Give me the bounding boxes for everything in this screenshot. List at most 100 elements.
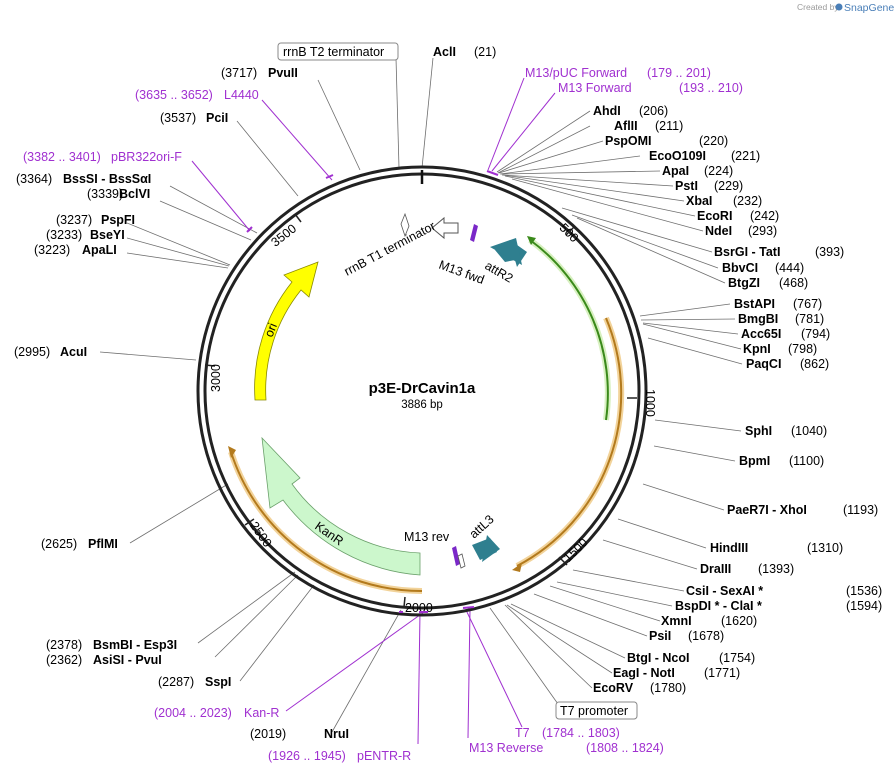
kanr-feature[interactable] (261, 436, 421, 576)
enzyme-label-draiii[interactable]: DraIII(1393) (700, 562, 794, 576)
primer-name: M13 Forward (558, 81, 632, 95)
m13-rev-feature[interactable] (452, 546, 460, 566)
enzyme-label-pspomi[interactable]: PspOMI(220) (605, 134, 728, 148)
primer-range: (3635 .. 3652) (135, 88, 213, 102)
rrnb-t1-feature[interactable] (431, 216, 459, 240)
enzyme-label-bpmi[interactable]: BpmI(1100) (739, 454, 824, 468)
enzyme-label-psii[interactable]: PsiI(1678) (649, 629, 724, 643)
enzyme-label-btgi-ncoi[interactable]: BtgI - NcoI(1754) (627, 651, 755, 665)
enzyme-label-btgzi[interactable]: BtgZI(468) (728, 276, 808, 290)
primer-label-l4440[interactable]: (3635 .. 3652)L4440 (135, 88, 259, 102)
enzyme-label-pcii[interactable]: (3537)PciI (160, 111, 228, 125)
enzyme-name: BpmI (739, 454, 770, 468)
enzyme-label-bspdi-clai-[interactable]: BspDI * - ClaI *(1594) (675, 599, 882, 613)
enzyme-label-pvuii[interactable]: (3717)PvuII (221, 66, 298, 80)
enzyme-label-bsssi-bsss-i[interactable]: (3364)BssSI - BssSαI (16, 172, 151, 186)
enzyme-label-apali[interactable]: (3223)ApaLI (34, 243, 117, 257)
enzyme-label-xbai[interactable]: XbaI(232) (686, 194, 762, 208)
rrnb-t2-feature[interactable] (400, 212, 410, 238)
right-orange-arrowhead (512, 563, 522, 572)
enzyme-label-psti[interactable]: PstI(229) (675, 179, 743, 193)
left-orange-arc (230, 451, 423, 593)
enzyme-label-ecoo109i[interactable]: EcoO109I(221) (649, 149, 760, 163)
enzyme-label-ahdi[interactable]: AhdI(206) (593, 104, 668, 118)
enzyme-name: BsrGI - TatI (714, 245, 780, 259)
enzyme-name: BbvCI (722, 261, 758, 275)
primer-label-m13-forward[interactable]: (193 .. 210)M13 Forward (558, 81, 743, 95)
ori-feature[interactable] (254, 261, 319, 401)
enzyme-pos: (3717) (221, 66, 257, 80)
enzyme-label-asisi-pvui[interactable]: (2362)AsiSI - PvuI (46, 653, 162, 667)
primer-label-t7[interactable]: (1784 .. 1803)T7 (515, 726, 620, 740)
enzyme-pos: (1620) (721, 614, 757, 628)
enzyme-label-bsrgi-tati[interactable]: BsrGI - TatI (393) (714, 245, 844, 259)
enzyme-label-aflii[interactable]: AflII(211) (614, 119, 683, 133)
enzyme-label-ndei[interactable]: NdeI (293) (705, 224, 777, 238)
enzyme-label-ecori[interactable]: EcoRI(242) (697, 209, 779, 223)
right-orange-arc (516, 317, 623, 567)
primer-label-kan-r[interactable]: (2004 .. 2023)Kan-R (154, 706, 279, 720)
enzyme-pos: (293) (748, 224, 777, 238)
enzyme-name: NruI (324, 727, 349, 741)
enzyme-pos: (232) (733, 194, 762, 208)
enzyme-pos: (242) (750, 209, 779, 223)
enzyme-label-apai[interactable]: ApaI (224) (662, 164, 733, 178)
primer-label-m13-reverse[interactable]: (1808 .. 1824)M13 Reverse (469, 741, 664, 755)
enzyme-label-acui[interactable]: (2995)AcuI (14, 345, 87, 359)
enzyme-name: SphI (745, 424, 772, 438)
tick-label-1500: 1500 (561, 535, 591, 565)
left-enzyme-labels: (3717)PvuII (3537)PciI (3364)BssSI - BssSα… (14, 66, 349, 741)
tick-label-3000: 3000 (209, 364, 223, 392)
enzyme-label-bseyi[interactable]: (3233)BseYI (46, 228, 125, 242)
enzyme-label-kpni[interactable]: KpnI(798) (743, 342, 817, 356)
enzyme-name: PsiI (649, 629, 671, 643)
enzyme-label-pspfi[interactable]: (3237)PspFI (56, 213, 135, 227)
attr2-arrowhead (490, 238, 522, 265)
enzyme-name: AflII (614, 119, 638, 133)
enzyme-label-paqci[interactable]: PaqCI(862) (746, 357, 829, 371)
enzyme-label-bclvi[interactable]: (3339)BclVI (87, 187, 150, 201)
enzyme-pos: (1040) (791, 424, 827, 438)
enzyme-label-csii-sexai-[interactable]: CsiI - SexAI *(1536) (686, 584, 882, 598)
green-arrowhead (527, 236, 536, 245)
enzyme-pos: (3237) (56, 213, 92, 227)
enzyme-label-bbvci[interactable]: BbvCI(444) (722, 261, 804, 275)
primer-leader-lines (191, 77, 556, 745)
m13-fwd-feature[interactable] (470, 224, 478, 242)
primer-label-m13-puc-forward[interactable]: (179 .. 201)M13/pUC Forward (525, 66, 711, 80)
enzyme-pos: (393) (815, 245, 844, 259)
enzyme-label-ecorv[interactable]: EcoRV(1780) (593, 681, 686, 695)
enzyme-name: AclI (433, 45, 456, 59)
enzyme-label-acc65i[interactable]: Acc65I(794) (741, 327, 830, 341)
t7-promoter-feature[interactable] (457, 553, 466, 569)
enzyme-name: ApaI (662, 164, 689, 178)
enzyme-label-pflmi[interactable]: (2625)PflMI (41, 537, 118, 551)
primer-label-pentr-r[interactable]: (1926 .. 1945)pENTR-R (268, 749, 411, 763)
enzyme-name: BspDI * - ClaI * (675, 599, 762, 613)
primer-label-pbr322ori-f[interactable]: (3382 .. 3401)pBR322ori-F (23, 150, 182, 164)
credit-brand: SnapGene (844, 2, 894, 14)
t7-promoter-box (555, 701, 638, 720)
enzyme-pos: (224) (704, 164, 733, 178)
enzyme-label-bmgbi[interactable]: BmgBI(781) (738, 312, 824, 326)
enzyme-pos: (1193) (843, 503, 878, 517)
enzyme-label-sphi[interactable]: SphI (1040) (745, 424, 827, 438)
enzyme-name: BmgBI (738, 312, 778, 326)
enzyme-label-xmni[interactable]: XmnI(1620) (661, 614, 757, 628)
enzyme-label-paer7i-xhoi[interactable]: PaeR7I - XhoI(1193) (727, 503, 878, 517)
enzyme-label-hindiii[interactable]: HindIII(1310) (710, 541, 843, 555)
enzyme-pos: (220) (699, 134, 728, 148)
enzyme-label-bsmbi-esp3i[interactable]: (2378)BsmBI - Esp3I (46, 638, 177, 652)
enzyme-name: ApaLI (82, 243, 117, 257)
enzyme-pos: (2019) (250, 727, 286, 741)
primer-name: Kan-R (244, 706, 279, 720)
enzyme-label-nrui[interactable]: (2019) NruI (250, 727, 349, 741)
snapgene-logo-icon (835, 3, 843, 11)
enzyme-label-acli[interactable]: AclI (21) (433, 45, 496, 59)
enzyme-label-bstapi[interactable]: BstAPI(767) (734, 297, 822, 311)
enzyme-name: NdeI (705, 224, 732, 238)
enzyme-label-sspi[interactable]: (2287)SspI (158, 675, 231, 689)
backbone-outer (196, 165, 648, 617)
enzyme-label-eagi-noti[interactable]: EagI - NotI(1771) (613, 666, 740, 680)
enzyme-pos: (2995) (14, 345, 50, 359)
